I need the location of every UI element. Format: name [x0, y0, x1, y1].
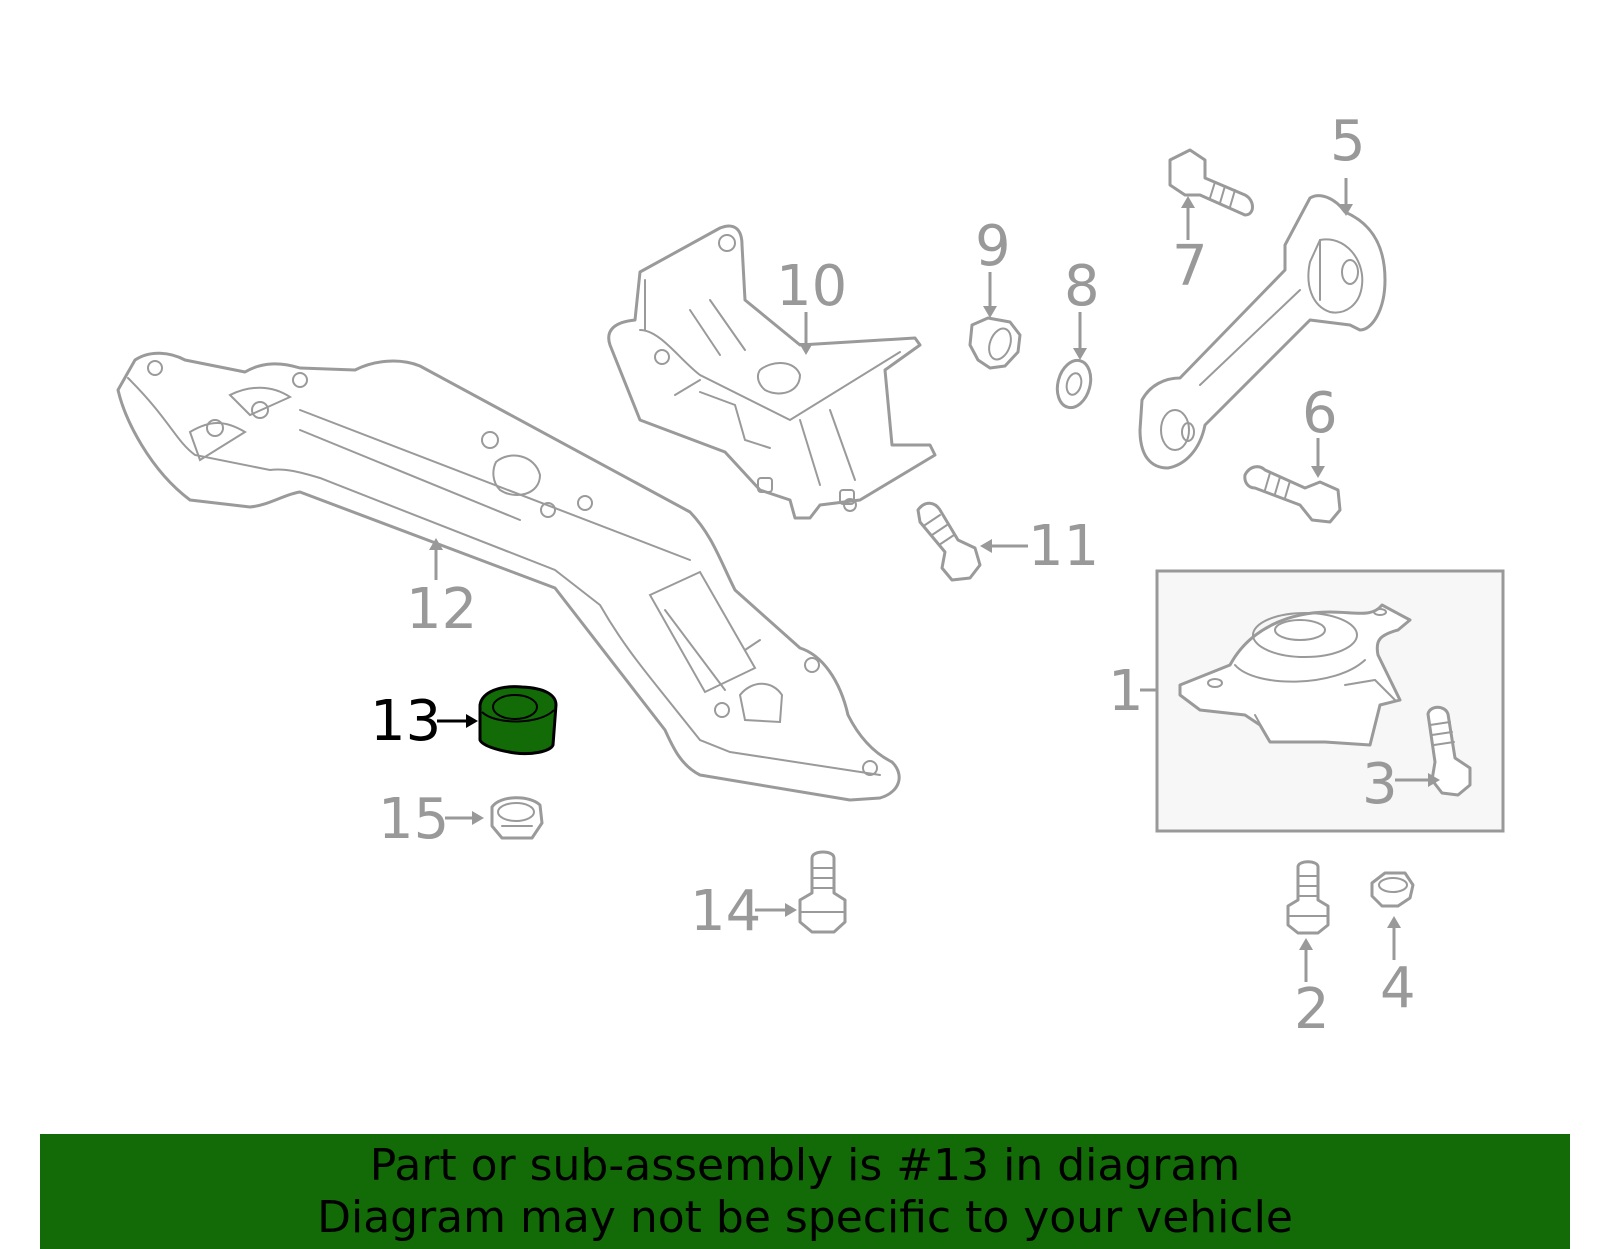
callout-5: 5: [1330, 109, 1366, 174]
callout-7: 7: [1172, 234, 1208, 299]
callout-11: 11: [1028, 514, 1099, 579]
callout-2: 2: [1294, 977, 1330, 1042]
callout-6: 6: [1302, 381, 1338, 446]
banner-line-2: Diagram may not be specific to your vehi…: [317, 1192, 1293, 1243]
callout-labels: 1 2 3 4 5 6 7 8 9 10 11 12 13 14 15: [370, 109, 1416, 1042]
part-1-mount-assembly[interactable]: [1155, 569, 1505, 833]
part-12-crossmember[interactable]: [116, 351, 901, 802]
part-15-nut[interactable]: [490, 796, 544, 840]
part-4-nut[interactable]: [1370, 871, 1415, 908]
part-13-bushing[interactable]: [478, 685, 558, 756]
part-14-bolt[interactable]: [798, 850, 847, 934]
callout-1: 1: [1108, 659, 1144, 724]
callout-15: 15: [378, 787, 449, 852]
banner-line-1: Part or sub-assembly is #13 in diagram: [369, 1140, 1241, 1191]
part-7-bolt[interactable]: [1168, 148, 1254, 217]
part-11-bolt[interactable]: [916, 501, 982, 582]
leader-lines: [429, 178, 1440, 982]
callout-13: 13: [370, 689, 441, 754]
part-10-bracket[interactable]: [607, 224, 937, 520]
part-8-washer[interactable]: [1052, 357, 1095, 412]
callout-4: 4: [1380, 956, 1416, 1021]
part-2-bolt[interactable]: [1286, 860, 1330, 935]
part-3-bolt[interactable]: [1426, 705, 1472, 797]
callout-9: 9: [975, 214, 1011, 279]
part-9-nut[interactable]: [968, 316, 1022, 370]
callout-3: 3: [1362, 752, 1398, 817]
part-6-bolt[interactable]: [1243, 465, 1342, 524]
callout-8: 8: [1064, 254, 1100, 319]
info-banner: Part or sub-assembly is #13 in diagram D…: [40, 1134, 1570, 1249]
callout-10: 10: [776, 254, 847, 319]
callout-14: 14: [690, 879, 761, 944]
callout-12: 12: [406, 577, 477, 642]
